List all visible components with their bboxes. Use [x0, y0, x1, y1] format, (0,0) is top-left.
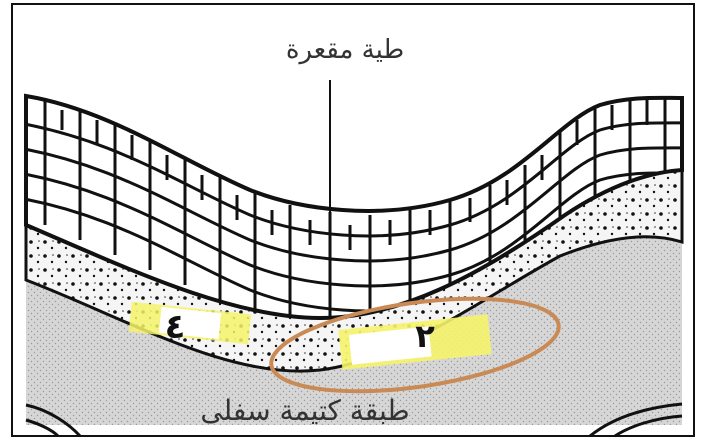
bottom-layer-label: طبقة كتيمة سفلى	[200, 394, 409, 427]
marker-left: ٤	[165, 307, 186, 347]
title-label: طية مقعرة	[286, 35, 404, 65]
marker-right: ٢	[415, 317, 435, 355]
